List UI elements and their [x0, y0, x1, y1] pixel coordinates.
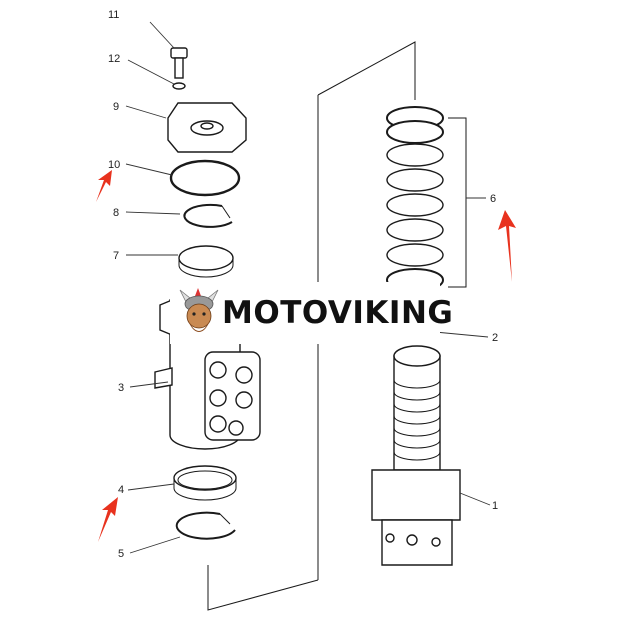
part-8-snap-ring [183, 203, 233, 228]
callout-10: 10 [108, 159, 120, 171]
callout-3: 3 [118, 382, 124, 394]
callout-8: 8 [113, 207, 119, 219]
callout-4: 4 [118, 484, 124, 496]
part-6-bracket [448, 117, 467, 288]
part-10-o-ring [169, 159, 241, 197]
part-6-seal-stack [386, 106, 444, 292]
callout-9: 9 [113, 101, 119, 113]
part-7-ring [178, 245, 234, 278]
callout-6: 6 [490, 193, 496, 205]
callout-11: 11 [108, 9, 119, 21]
part-11-bolt [170, 47, 188, 79]
leader-1 [459, 492, 491, 506]
brand-watermark: MOTOVIKING [170, 282, 453, 344]
part-4-ring [173, 465, 237, 501]
leader-5 [129, 536, 181, 554]
guide-bracket-bottom [207, 565, 319, 611]
part-1-swivel-shaft [371, 345, 461, 566]
leader-10 [125, 163, 173, 176]
brand-name: MOTOVIKING [222, 295, 454, 331]
part-9-cover [167, 102, 247, 153]
red-arrow-icon [498, 210, 516, 282]
callout-7: 7 [113, 250, 119, 262]
viking-head-icon [179, 288, 219, 332]
callout-1: 1 [492, 500, 498, 512]
part-5-snap-ring [175, 511, 236, 540]
leader-4 [127, 483, 175, 491]
leader-3 [129, 381, 169, 388]
part-12-washer [172, 82, 186, 90]
callout-2: 2 [492, 332, 498, 344]
callout-12: 12 [108, 53, 120, 65]
leader-2 [434, 331, 489, 338]
callout-5: 5 [118, 548, 124, 560]
red-arrow-icon [98, 497, 118, 542]
leader-11 [149, 21, 175, 49]
red-arrow-icon [96, 170, 112, 202]
leader-12 [127, 59, 175, 85]
leader-9 [125, 105, 167, 119]
leader-8 [125, 211, 181, 215]
guide-bracket-right [317, 41, 416, 100]
